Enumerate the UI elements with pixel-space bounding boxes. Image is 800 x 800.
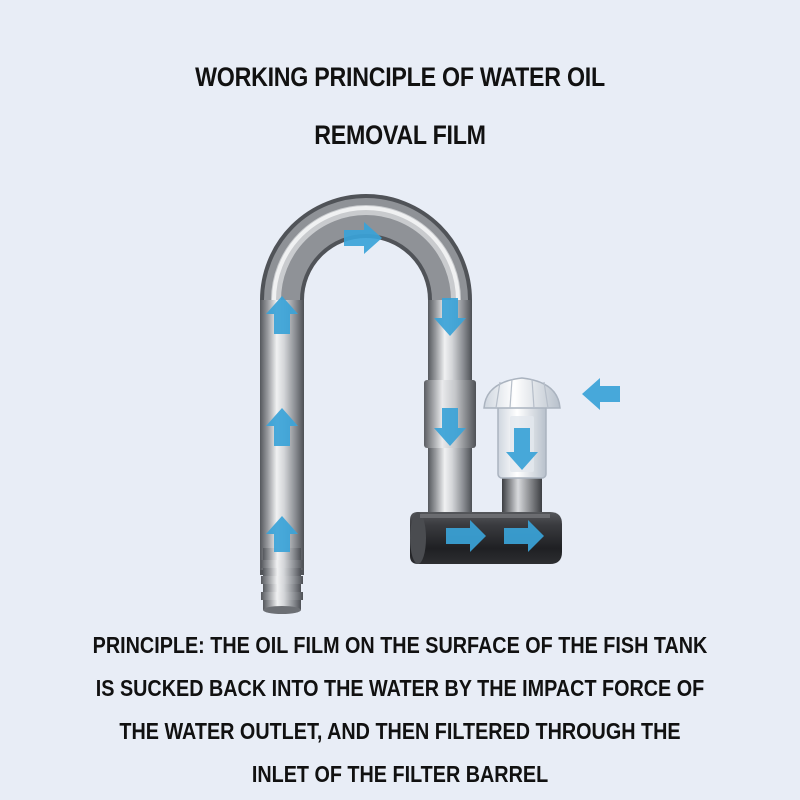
principle-line-2: IS SUCKED BACK INTO THE WATER BY THE IMP…	[95, 675, 705, 701]
principle-text: PRINCIPLE: THE OIL FILM ON THE SURFACE O…	[56, 624, 744, 796]
principle-line-4: INLET OF THE FILTER BARREL	[251, 761, 549, 787]
principle-line-3: THE WATER OUTLET, AND THEN FILTERED THRO…	[119, 718, 681, 744]
flow-arrow-icon	[266, 408, 298, 446]
flow-arrow-icon	[504, 520, 544, 552]
flow-arrow-icon	[506, 428, 538, 470]
hose-barb	[261, 548, 303, 614]
page-title: WORKING PRINCIPLE OF WATER OIL REMOVAL F…	[56, 48, 744, 164]
flow-arrow-icon	[434, 298, 466, 336]
flow-arrow-icon	[434, 408, 466, 446]
flow-arrow-icon	[446, 520, 486, 552]
flow-arrow-icon	[344, 222, 382, 254]
flow-arrow-icon	[582, 378, 620, 410]
flow-arrows	[266, 222, 620, 552]
outlet-body	[410, 512, 562, 564]
title-line-2: REMOVAL FILM	[314, 120, 486, 150]
title-line-1: WORKING PRINCIPLE OF WATER OIL	[195, 62, 605, 92]
principle-line-1: PRINCIPLE: THE OIL FILM ON THE SURFACE O…	[92, 632, 708, 658]
flow-arrow-icon	[266, 296, 298, 334]
flow-arrow-icon	[266, 516, 298, 552]
